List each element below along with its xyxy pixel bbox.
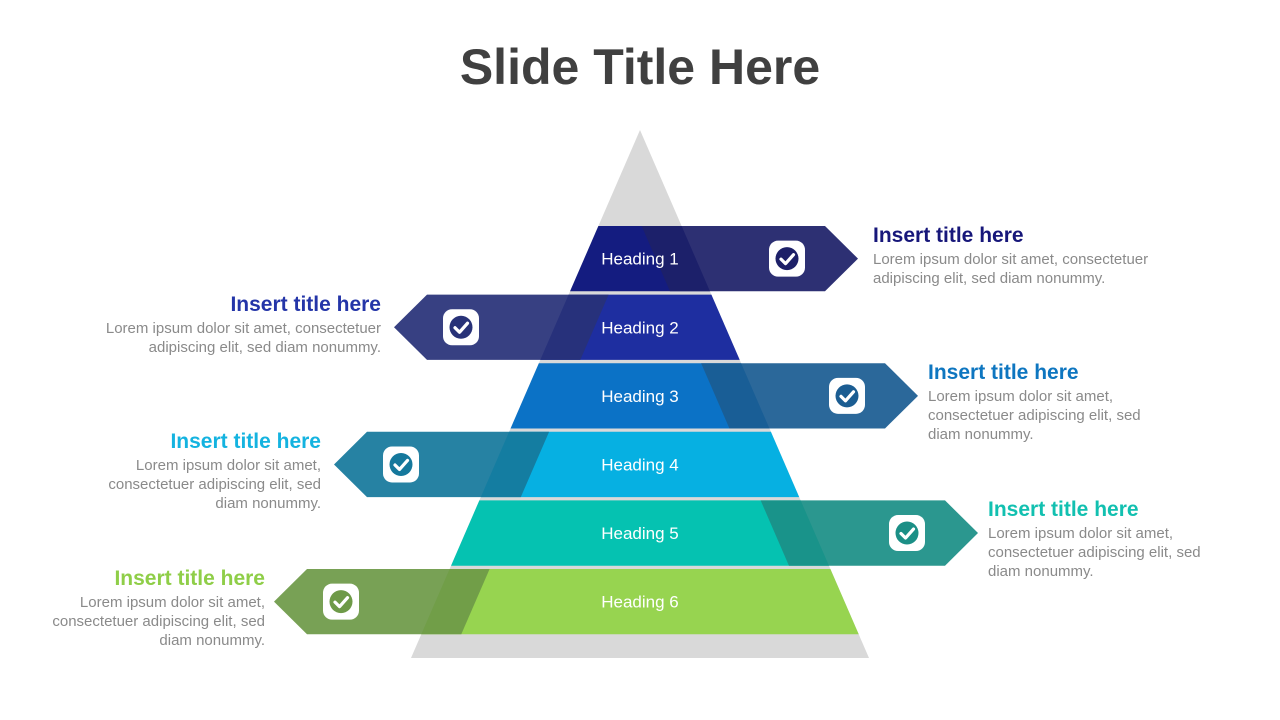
arrow-band [701, 363, 918, 429]
callout-title: Insert title here [988, 498, 1139, 522]
check-icon-circle [389, 452, 413, 476]
tier-heading: Heading 1 [601, 250, 679, 269]
arrow-band [334, 431, 550, 498]
pyramid-tier [421, 569, 859, 635]
check-mark [899, 527, 916, 540]
tier-heading: Heading 3 [601, 387, 679, 406]
check-icon [889, 515, 925, 552]
pyramid-level-3: Heading 3 [510, 363, 918, 429]
pyramid-tier [510, 363, 770, 429]
slide-title: Slide Title Here [459, 39, 821, 95]
check-icon-circle [835, 384, 859, 408]
check-icon [443, 309, 479, 346]
check-icon-circle [449, 315, 473, 339]
check-icon [383, 446, 419, 483]
tier-heading: Heading 2 [601, 318, 679, 337]
callout-title: Insert title here [928, 361, 1079, 385]
pyramid-level-1: Heading 1 [570, 226, 858, 292]
arrow-band [760, 500, 978, 566]
check-icon [829, 377, 865, 414]
callout-title: Insert title here [230, 292, 381, 316]
check-mark [333, 596, 350, 609]
check-icon-circle [329, 590, 353, 614]
check-icon-circle [895, 521, 919, 545]
pyramid-level-2: Heading 2 [394, 294, 740, 360]
callout-body: Lorem ipsum dolor sit amet, consectetuer… [105, 319, 381, 356]
check-mark [393, 458, 410, 472]
check-icon [769, 240, 805, 277]
tier-heading: Heading 6 [601, 593, 679, 612]
callout-body: Lorem ipsum dolor sit amet, consectetuer… [108, 456, 321, 512]
check-icon-circle [775, 247, 799, 271]
tier-heading: Heading 5 [601, 524, 679, 543]
pyramid-level-5: Heading 5 [451, 500, 978, 566]
check-mark [779, 253, 796, 266]
callout-title: Insert title here [114, 567, 265, 590]
callout-body: Lorem ipsum dolor sit amet, consectetuer… [52, 594, 265, 649]
pyramid-tier [451, 500, 829, 566]
tier-heading: Heading 4 [601, 455, 679, 474]
pyramid-level-4: Heading 4 [334, 431, 800, 498]
arrow-band [641, 226, 858, 292]
callout-body: Lorem ipsum dolor sit amet, consectetuer… [873, 251, 1149, 287]
arrow-band [394, 294, 609, 360]
callout-body: Lorem ipsum dolor sit amet, consectetuer… [928, 388, 1141, 444]
check-icon [323, 583, 359, 620]
callout-title: Insert title here [170, 429, 321, 453]
pyramid-tier [480, 431, 800, 498]
arrow-band [274, 569, 490, 635]
check-mark [839, 390, 856, 403]
pyramid-level-6: Heading 6 [274, 569, 859, 635]
check-mark [453, 321, 470, 334]
callout-title: Insert title here [873, 224, 1024, 247]
callout-body: Lorem ipsum dolor sit amet, consectetuer… [988, 525, 1201, 581]
